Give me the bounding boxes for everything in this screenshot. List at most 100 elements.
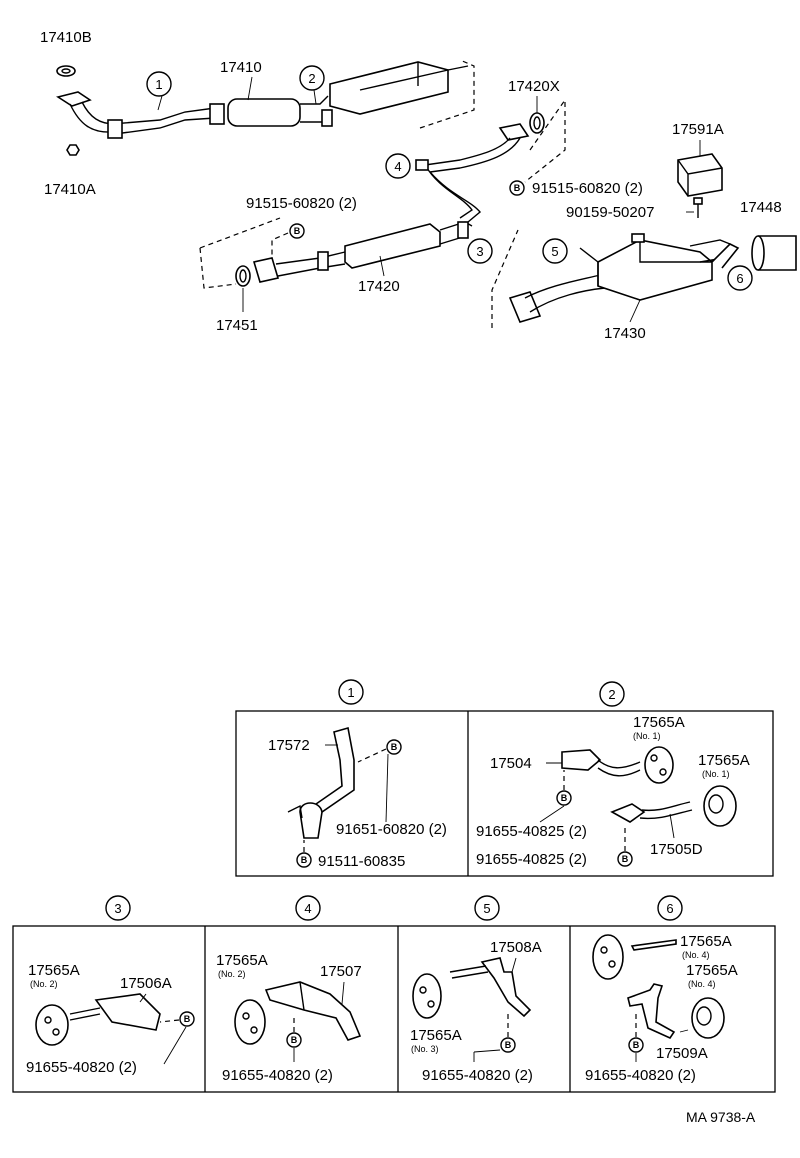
detail-2-header: 2 [599,681,625,707]
part-label-17507: 17507 [320,963,362,980]
callout-3: 3 [467,238,493,264]
part-label-17565a-d6a: 17565A [680,933,732,950]
part-label-91655-40825-a: 91655-40825 (2) [476,823,587,840]
gasket-17410b [56,65,76,77]
part-label-91655-40825-b: 91655-40825 (2) [476,851,587,868]
center-pipe-17420 [252,221,473,283]
svg-text:2: 2 [308,71,315,86]
rubber-mount-d2a [644,746,674,784]
hanger-17504 [561,749,641,777]
svg-text:3: 3 [476,244,483,259]
detail-box-1-2 [235,710,774,877]
sublabel-no1-a: (No. 1) [633,731,661,741]
svg-text:B: B [561,793,568,803]
part-label-17410a: 17410A [44,181,96,198]
svg-text:B: B [294,226,301,236]
rubber-mount-d4 [234,999,266,1045]
part-label-91651: 91651-60820 (2) [336,821,447,838]
gasket-17420x [529,112,545,134]
hanger-17509a [627,983,676,1040]
tail-extension-17448 [751,235,797,271]
svg-text:B: B [633,1040,640,1050]
nut-17410a [66,144,80,156]
diagram-code: MA 9738-A [686,1109,756,1125]
svg-text:1: 1 [347,685,354,700]
bolt-mark-upper: B [509,180,525,196]
part-label-17448: 17448 [740,199,782,216]
detail-1-header: 1 [338,679,364,705]
bolt-mark-d5: B [500,1037,516,1053]
detail-3-header: 3 [105,895,131,921]
hanger-17506a [69,993,161,1031]
bolt-90159 [693,197,703,218]
hanger-bracket-17572 [287,726,355,839]
part-label-17565a-d2a: 17565A [633,714,685,731]
part-label-17565a-d5: 17565A [410,1027,462,1044]
svg-text:B: B [184,1014,191,1024]
svg-text:3: 3 [114,901,121,916]
bolt-mark-d1-b: B [296,852,312,868]
svg-text:4: 4 [394,159,401,174]
part-label-91511: 91511-60835 [318,853,405,870]
part-label-91655-40820-d6: 91655-40820 (2) [585,1067,696,1084]
callout-1: 1 [146,71,172,97]
gasket-17451 [235,265,251,287]
part-label-17572: 17572 [268,737,310,754]
bolt-mark-left: B [289,223,305,239]
hanger-17505d [610,801,693,823]
part-label-17565a-d6b: 17565A [686,962,738,979]
svg-text:B: B [622,854,629,864]
part-label-91655-40820-d4: 91655-40820 (2) [222,1067,333,1084]
sublabel-no1-b: (No. 1) [702,769,730,779]
svg-text:5: 5 [483,901,490,916]
part-label-17565a-d4: 17565A [216,952,268,969]
detail-5-header: 5 [474,895,500,921]
detail-box-3-6 [12,925,776,1093]
callout-6: 6 [727,265,753,291]
part-label-17591a: 17591A [672,121,724,138]
svg-text:B: B [391,742,398,752]
bolt-mark-d4: B [286,1032,302,1048]
sublabel-no3-d5: (No. 3) [411,1044,439,1054]
callout-2: 2 [299,65,325,91]
front-pipe-17410 [56,91,333,139]
rubber-mount-d2b [703,785,737,827]
sublabel-no2-d4: (No. 2) [218,969,246,979]
callout-4: 4 [385,153,411,179]
part-label-17506a: 17506A [120,975,172,992]
svg-text:4: 4 [304,901,311,916]
sublabel-no4-d6a: (No. 4) [682,950,710,960]
svg-text:B: B [291,1035,298,1045]
part-label-17508a: 17508A [490,939,542,956]
part-label-91515-left: 91515-60820 (2) [246,195,357,212]
bolt-mark-d6: B [628,1037,644,1053]
intermediate-pipe [415,123,530,223]
hanger-block-17591a [677,153,723,197]
rubber-mount-d6b [691,997,725,1039]
svg-text:B: B [514,183,521,193]
sublabel-no4-d6b: (No. 4) [688,979,716,989]
bolt-mark-d2-b: B [617,851,633,867]
center-muffler-upper [329,61,469,115]
part-label-17410: 17410 [220,59,262,76]
hanger-17507 [264,981,362,1041]
callout-5: 5 [542,238,568,264]
rubber-mount-d3 [35,1004,69,1046]
detail-6-header: 6 [657,895,683,921]
sublabel-no2-d3: (No. 2) [30,979,58,989]
part-label-17420x: 17420X [508,78,560,95]
part-label-17509a: 17509A [656,1045,708,1062]
rubber-mount-d5 [412,973,442,1019]
svg-text:6: 6 [666,901,673,916]
bolt-mark-d3: B [179,1011,195,1027]
part-label-17410b: 17410B [40,29,92,46]
svg-text:6: 6 [736,271,743,286]
bolt-mark-d2-a: B [556,790,572,806]
part-label-17420: 17420 [358,278,400,295]
part-label-90159: 90159-50207 [566,204,654,221]
svg-text:B: B [505,1040,512,1050]
svg-text:2: 2 [608,687,615,702]
part-label-91655-40820-d3: 91655-40820 (2) [26,1059,137,1076]
part-label-17504: 17504 [490,755,532,772]
